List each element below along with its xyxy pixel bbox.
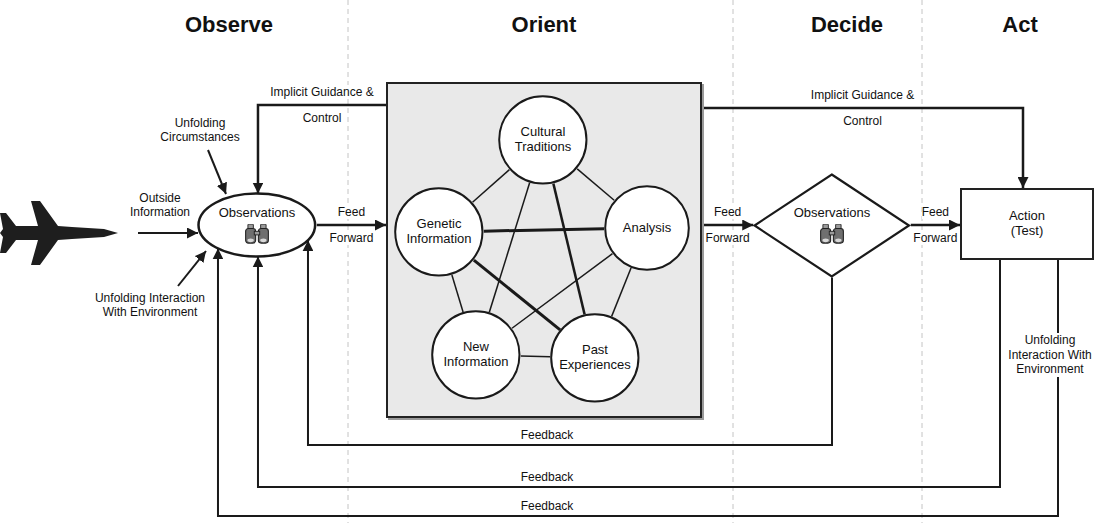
node-outline bbox=[753, 173, 911, 278]
node-label: Observations bbox=[794, 206, 871, 221]
orient-panel: Cultural TraditionsGenetic Information An… bbox=[386, 82, 702, 418]
node-content: New Information bbox=[438, 340, 514, 370]
node-content: Cultural Traditions bbox=[505, 125, 581, 155]
leader-arrow bbox=[178, 251, 206, 286]
action-box: Action (Test) bbox=[960, 188, 1094, 260]
column-heading: Decide bbox=[811, 12, 883, 38]
link-line bbox=[452, 275, 463, 312]
node-label: New Information bbox=[438, 340, 514, 370]
column-separator bbox=[922, 0, 923, 523]
label-ground: Implicit Guidance & Control bbox=[270, 85, 373, 125]
label-ground: Feedback bbox=[521, 428, 574, 442]
link-line bbox=[612, 268, 631, 316]
edge-label: Implicit Guidance & Control bbox=[262, 79, 382, 131]
link-line bbox=[484, 229, 604, 231]
label-ground: Feedback bbox=[521, 499, 574, 513]
node-label: Cultural Traditions bbox=[505, 125, 581, 155]
orient-circle: Past Experiences bbox=[550, 313, 640, 403]
edge-label: Implicit Guidance & Control bbox=[803, 82, 923, 134]
edge-label: Feed Forward bbox=[907, 199, 963, 251]
edge-label: Feedback bbox=[521, 428, 574, 442]
leader-arrow bbox=[138, 232, 198, 234]
orient-circle: New Information bbox=[431, 310, 521, 400]
panel-fill-layer bbox=[388, 84, 700, 416]
label-ground: Feedback bbox=[521, 470, 574, 484]
edge-label: Feed Forward bbox=[700, 199, 756, 251]
orient-circle: Genetic Information bbox=[394, 187, 484, 277]
edge-label: Feed Forward bbox=[323, 199, 379, 251]
node-label: Observations bbox=[219, 206, 296, 221]
node-content: Analysis bbox=[623, 221, 671, 236]
label-ground: Implicit Guidance & Control bbox=[811, 88, 914, 128]
node-label: Action (Test) bbox=[999, 209, 1055, 239]
edge-label: Feedback bbox=[521, 470, 574, 484]
flow-arrow bbox=[218, 248, 1058, 516]
column-heading: Act bbox=[1002, 12, 1037, 38]
input-label: Outside Information bbox=[120, 191, 200, 220]
node-outline bbox=[197, 192, 317, 258]
flow-arrow bbox=[911, 224, 960, 227]
binoculars-icon bbox=[244, 224, 270, 244]
link-line bbox=[577, 169, 614, 200]
binoculars-icon bbox=[819, 224, 845, 244]
orient-circle: Cultural Traditions bbox=[498, 95, 588, 185]
flow-arrow bbox=[258, 256, 1000, 487]
column-heading: Observe bbox=[185, 12, 273, 38]
input-label: Unfolding Circumstances bbox=[155, 116, 245, 145]
node-label: Analysis bbox=[623, 221, 671, 236]
connector-layer bbox=[218, 105, 1058, 516]
environment-label: Unfolding Interaction With Environment bbox=[1005, 333, 1095, 376]
node-content: Genetic Information bbox=[401, 217, 477, 247]
node-label: Genetic Information bbox=[401, 217, 477, 247]
node-content: Action (Test) bbox=[999, 209, 1055, 239]
edge-label: Feedback bbox=[521, 499, 574, 513]
aircraft-silhouette bbox=[0, 201, 118, 265]
decision-diamond: Observations bbox=[753, 173, 911, 278]
label-ground: Feed Forward bbox=[913, 205, 957, 245]
orient-circle: Analysis bbox=[604, 185, 690, 271]
input-label: Unfolding Interaction With Environment bbox=[90, 291, 210, 320]
label-ground: Feed Forward bbox=[329, 205, 373, 245]
flow-arrow bbox=[702, 224, 753, 227]
leader-arrow bbox=[208, 150, 226, 194]
link-line bbox=[489, 183, 529, 312]
observations-ellipse: Observations bbox=[197, 192, 317, 258]
node-label: Past Experiences bbox=[557, 343, 633, 373]
link-line bbox=[521, 355, 550, 357]
flow-arrow bbox=[317, 224, 386, 227]
label-ground: Feed Forward bbox=[706, 205, 750, 245]
link-line bbox=[473, 170, 510, 203]
node-content: Past Experiences bbox=[557, 343, 633, 373]
column-heading: Orient bbox=[388, 12, 700, 38]
node-content: Observations bbox=[794, 206, 871, 244]
node-content: Observations bbox=[219, 206, 296, 244]
panel-fill bbox=[388, 84, 700, 416]
